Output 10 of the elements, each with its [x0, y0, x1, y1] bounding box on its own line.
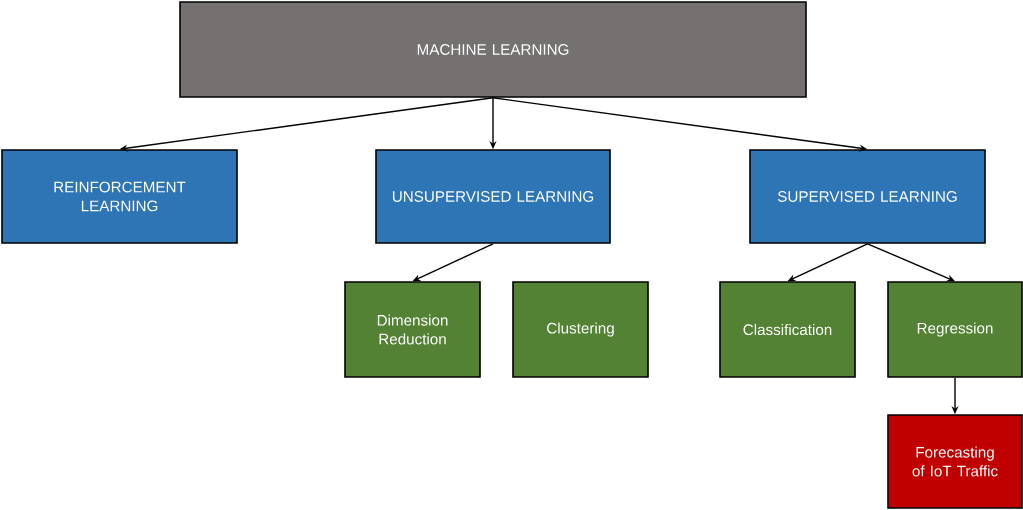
category-box: UNSUPERVISED LEARNING — [375, 149, 611, 244]
category-box: MACHINE LEARNING — [179, 1, 807, 98]
arrow — [866, 243, 955, 282]
category-box: REINFORCEMENT LEARNING — [1, 149, 238, 244]
method-box: Regression — [887, 281, 1023, 378]
method-box: Classification — [719, 281, 856, 378]
application-box: Forecasting of IoT Traffic — [887, 414, 1023, 509]
category-box: SUPERVISED LEARNING — [749, 149, 986, 244]
method-box: Clustering — [512, 281, 649, 378]
method-box: Dimension Reduction — [344, 281, 481, 378]
